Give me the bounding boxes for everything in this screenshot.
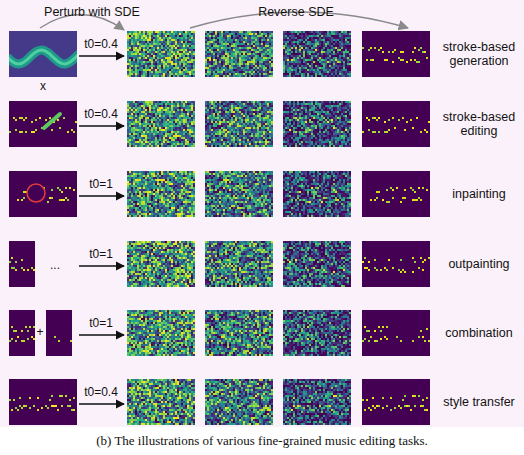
figure: Perturb with SDEReverse SDExt0=0.4stroke… <box>0 0 524 455</box>
